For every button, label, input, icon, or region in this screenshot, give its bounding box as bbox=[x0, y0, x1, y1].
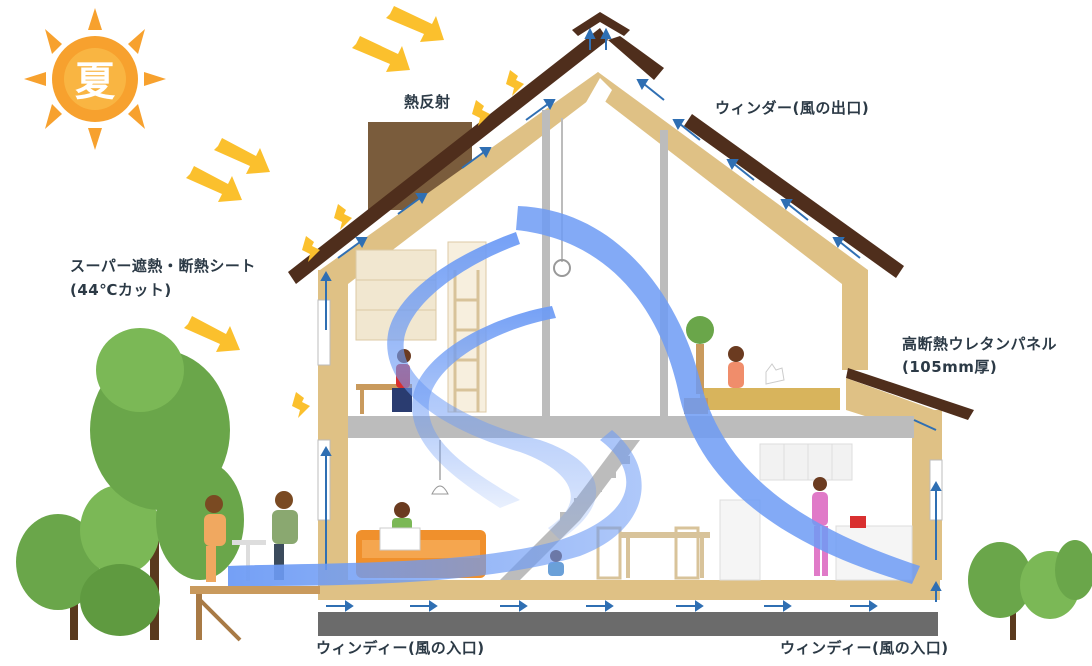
trees-left bbox=[16, 328, 244, 640]
roof-ridge-cap bbox=[572, 12, 630, 36]
windy-right-label: ウィンディー(風の入口) bbox=[780, 639, 949, 657]
roof-insulation-right bbox=[586, 72, 868, 284]
wood-deck bbox=[190, 586, 320, 642]
center-wall bbox=[542, 110, 550, 420]
sun-ray-arrows bbox=[184, 6, 444, 352]
trees-right bbox=[968, 540, 1092, 640]
heat-reflection-label: 熱反射 bbox=[404, 93, 451, 111]
windy-left-label: ウィンディー(風の入口) bbox=[316, 639, 485, 657]
season-label: 夏 bbox=[75, 59, 116, 105]
sun-icon: 夏 bbox=[24, 8, 166, 150]
sheet-label-line1: スーパー遮熱・断熱シート bbox=[70, 257, 256, 275]
airflow-arrows bbox=[320, 27, 942, 612]
panel-label-line2: (105mm厚) bbox=[902, 358, 998, 376]
roof-left bbox=[288, 28, 608, 284]
ground-floor-slab bbox=[318, 580, 940, 600]
foundation bbox=[318, 612, 938, 636]
sheet-label-line2: (44℃カット) bbox=[70, 281, 172, 299]
people-on-deck bbox=[204, 491, 298, 582]
roof-insulation-left bbox=[320, 72, 610, 284]
panel-label-line1: 高断熱ウレタンパネル bbox=[902, 335, 1058, 353]
winder-label: ウィンダー(風の出口) bbox=[715, 99, 870, 117]
heat-reflection-icons bbox=[292, 70, 524, 418]
annex-roof bbox=[846, 368, 974, 420]
roof-right bbox=[684, 114, 904, 278]
right-wall-upper bbox=[842, 270, 868, 370]
wind-flow bbox=[228, 206, 920, 586]
